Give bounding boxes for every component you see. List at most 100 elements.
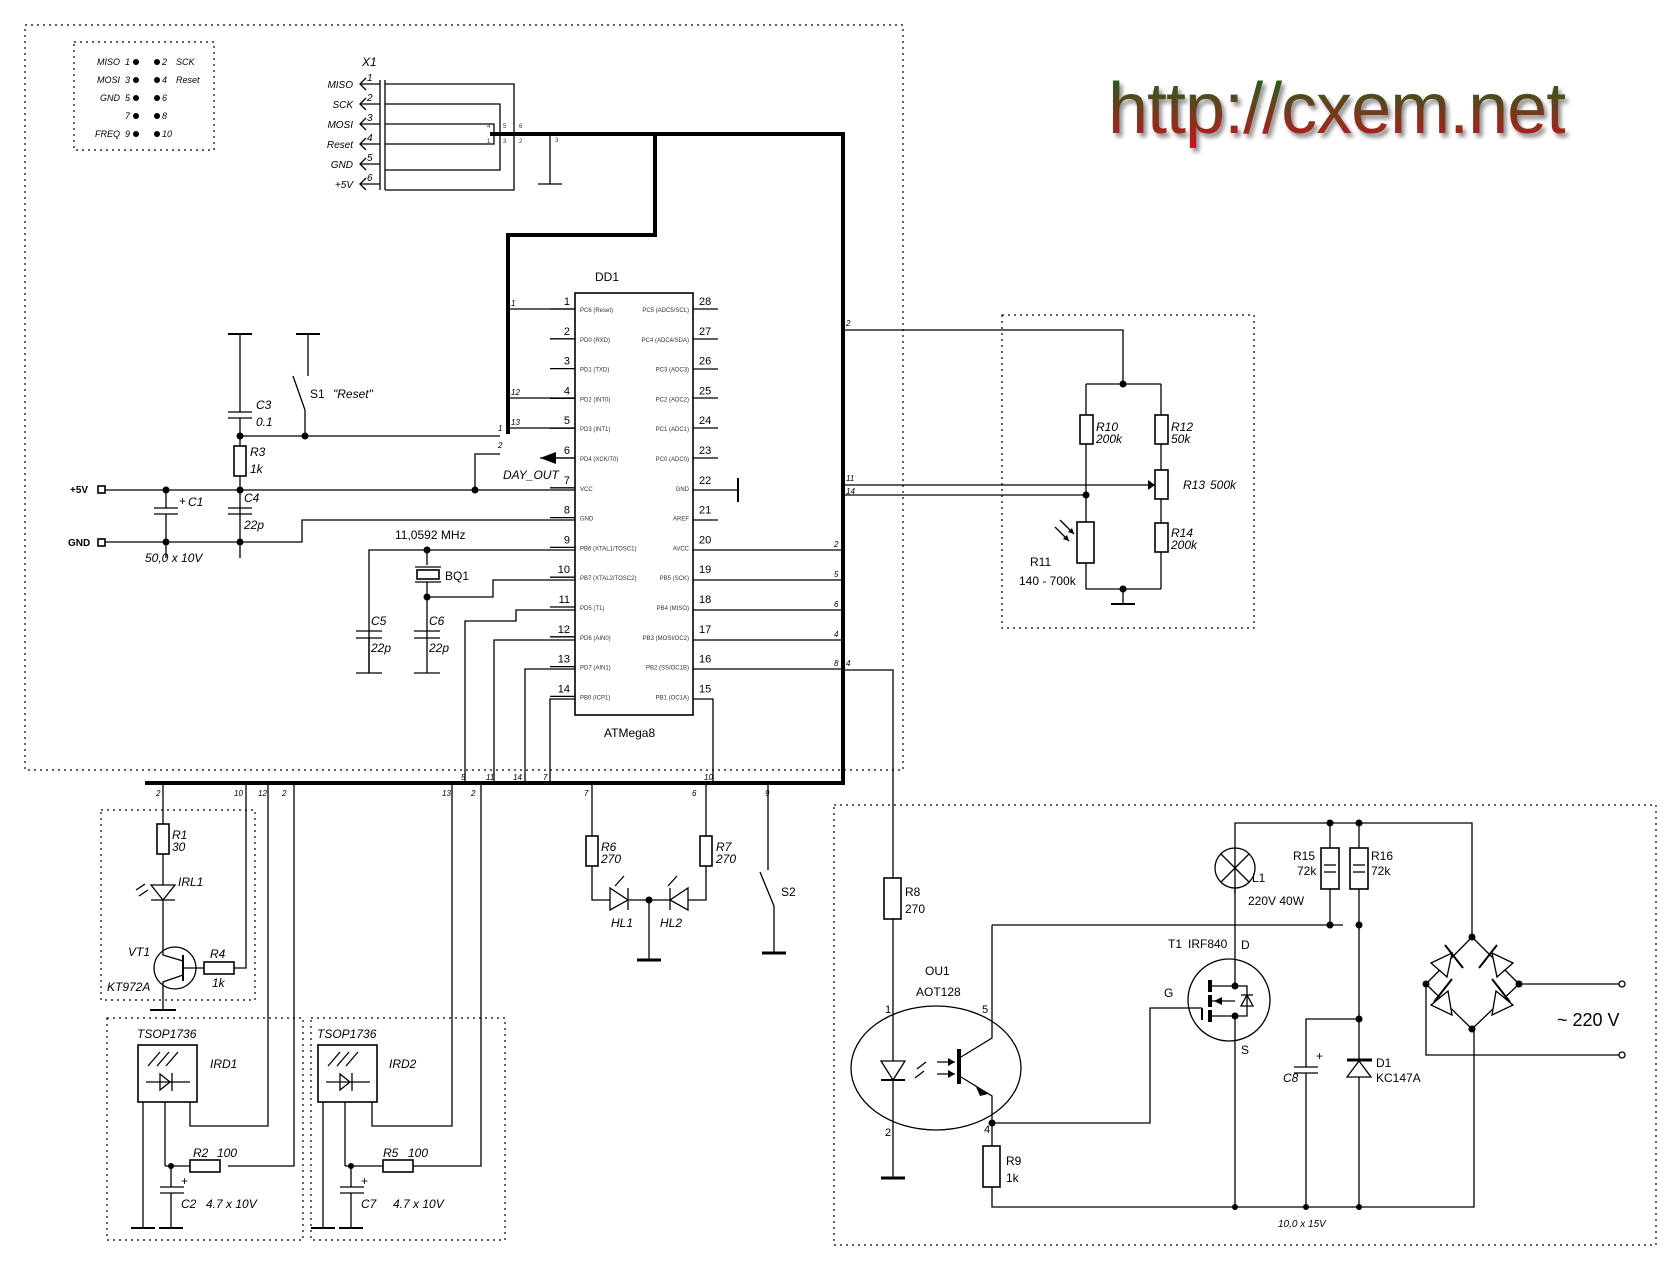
header-pin-dot	[154, 59, 160, 65]
r9-ref: R9	[1006, 1154, 1022, 1168]
mcu-pin-name: PC3 (ADC3)	[656, 368, 689, 374]
mcu-board-outline	[24, 24, 904, 771]
ir-emitter-outline	[100, 809, 256, 1001]
resistor-r7	[699, 835, 713, 867]
bus-lbl: 10	[234, 789, 243, 798]
c7-plus: +	[361, 1174, 368, 1188]
c8-value: 10,0 x 15V	[1278, 1219, 1327, 1230]
x1-pin-number: 6	[367, 173, 373, 184]
switch-s1[interactable]	[292, 375, 306, 411]
header-pin-dot	[154, 131, 160, 137]
r16-ref: R16	[1371, 849, 1393, 863]
d1-ref: D1	[1376, 1056, 1392, 1070]
t1-part: IRF840	[1188, 937, 1228, 951]
prog-header-outline	[73, 41, 215, 151]
c2-plus: +	[181, 1174, 188, 1188]
resistor-r6	[585, 835, 599, 867]
gnd-terminal[interactable]	[97, 538, 106, 547]
c1-value: 50,0 x 10V	[145, 551, 203, 565]
mcu-pin-number: 8	[564, 505, 570, 517]
mains-terminal-2[interactable]	[1618, 1051, 1626, 1059]
x1-pin-number: 4	[367, 133, 373, 144]
x1-pin-label: MISO	[327, 80, 353, 91]
bus-lbl: 5	[834, 570, 839, 579]
x1-tap-5: 5	[503, 124, 507, 130]
prog-left-label: FREQ	[95, 129, 120, 139]
header-pin-dot	[133, 131, 139, 137]
ir-receiver-ird1: TSOP1736 IRD1 R2 100 + C2 4.7 x 10V	[131, 1027, 258, 1229]
mains-terminal-1[interactable]	[1618, 980, 1626, 988]
mcu-pin-number: 15	[699, 683, 711, 695]
r9-value: 1k	[1006, 1171, 1020, 1185]
mcu-pin-number: 27	[699, 326, 711, 338]
mcu-pin-name: PD6 (AIN0)	[580, 636, 611, 642]
mcu-pin-number: 4	[564, 385, 570, 397]
mcu-pin-name: PD1 (TXD)	[580, 368, 609, 374]
x1-pin-label: SCK	[332, 100, 354, 111]
r8-ref: R8	[905, 885, 921, 899]
x1-pin-label: GND	[331, 160, 353, 171]
prog-right-pin: 4	[162, 75, 167, 85]
c7-value: 4.7 x 10V	[393, 1197, 445, 1211]
mosfet-t1	[1187, 958, 1271, 1042]
potentiometer-r13[interactable]	[1154, 469, 1169, 500]
mcu-pin-name: PD2 (INT0)	[580, 397, 610, 403]
ir-emitter: R1 30 IRL1 VT1 KT972A R4 1k	[107, 783, 247, 1011]
resistor-r2	[189, 1159, 221, 1173]
prog-right-pin: 2	[161, 57, 167, 67]
mcu-pin-name: PD0 (RXD)	[580, 338, 610, 344]
bus-lbl: 4	[834, 630, 839, 639]
day-out-label: DAY_OUT	[503, 468, 560, 482]
prog-right-label: Reset	[176, 75, 200, 85]
bus-lbl: 8	[834, 659, 839, 668]
x1-pin-label: MOSI	[327, 120, 353, 131]
prog-left-label: MISO	[97, 57, 120, 67]
sensor-bridge: R10 200k R12 50k R13 500k R14 200k R11 1…	[1019, 380, 1237, 605]
bq1-ref: BQ1	[445, 569, 469, 583]
c8-ref: C8	[1283, 1071, 1299, 1085]
bq1-freq: 11,0592 MHz	[395, 528, 465, 542]
mcu-pin-number: 9	[564, 534, 570, 546]
mcu-pin-number: 13	[558, 654, 570, 666]
vt1-value: KT972A	[107, 980, 150, 994]
c8-plus: +	[1316, 1049, 1323, 1063]
ir-receiver-ird2: TSOP1736 IRD2 R5 100 + C7 4.7 x 10V	[311, 1027, 445, 1229]
vcc-terminal[interactable]	[97, 485, 106, 494]
x1-pin-number: 3	[367, 113, 373, 124]
c5-ref: C5	[371, 614, 387, 628]
r3-value: 1k	[250, 462, 264, 476]
ou1-ref: OU1	[925, 964, 950, 978]
ird1-part: TSOP1736	[137, 1027, 197, 1041]
bus-lbl: 14	[846, 487, 855, 496]
resistor-r4	[203, 961, 235, 975]
hl1-ref: HL1	[611, 916, 633, 930]
resistor-r16	[1349, 847, 1369, 890]
mcu-pin-name: PB2 (SS/OC1B)	[646, 666, 689, 672]
vt1-ref: VT1	[128, 945, 150, 959]
mcu-pin-name: PB1 (OC1A)	[656, 695, 689, 701]
resistor-r12	[1154, 414, 1169, 445]
mcu-pin-number: 16	[699, 654, 711, 666]
mcu-pin-name: PB4 (MISO)	[657, 606, 689, 612]
mcu-body	[574, 292, 694, 716]
t1-pin-s: S	[1241, 1043, 1249, 1057]
switch-s2[interactable]	[759, 871, 775, 907]
r16-value: 72k	[1371, 864, 1391, 878]
r2-ref: R2	[193, 1146, 209, 1160]
ird2-ref: IRD2	[389, 1057, 417, 1071]
x1-tap-gnd: 3	[555, 138, 559, 144]
mcu-pin-name: PC5 (ADC5/SCL)	[642, 308, 689, 314]
c3-ref: C3	[256, 398, 272, 412]
r15-ref: R15	[1293, 849, 1315, 863]
